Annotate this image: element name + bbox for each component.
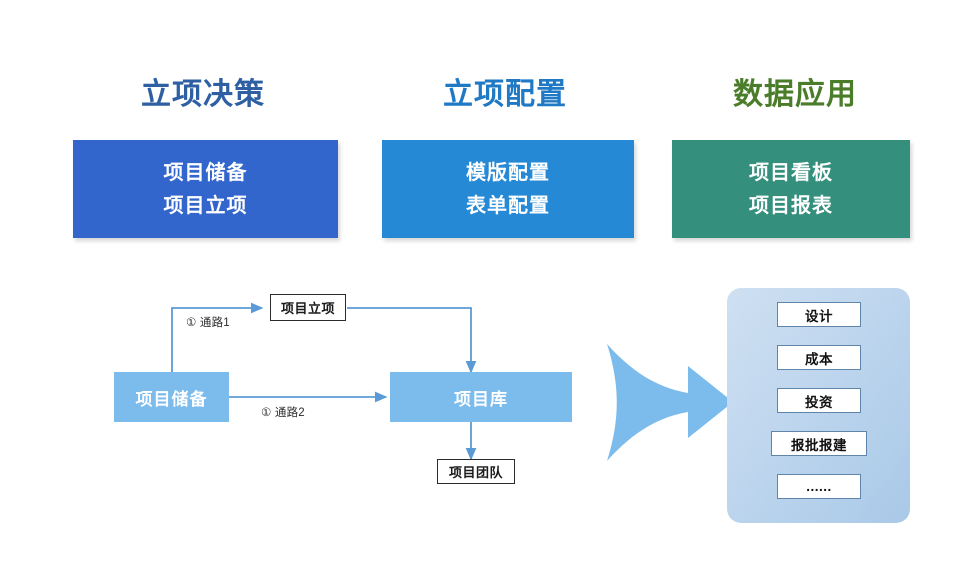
app-chip-more[interactable]: ...... [777,474,861,499]
flow-node-project-initiation[interactable]: 项目立项 [270,294,346,321]
pillar-title-data-application: 数据应用 [733,78,857,111]
flow-label-path-2: ① 通路2 [261,407,305,419]
pillar-card-decision[interactable]: 项目储备 项目立项 [73,140,338,238]
app-chip-investment[interactable]: 投资 [777,388,861,413]
app-chip-design[interactable]: 设计 [777,302,861,327]
pillar-item-project-reserve: 项目储备 [163,161,248,184]
pillar-item-form-config: 表单配置 [466,194,550,217]
app-chip-approval-construction[interactable]: 报批报建 [771,431,867,456]
app-chip-cost[interactable]: 成本 [777,345,861,370]
flow-node-project-reserve[interactable]: 项目储备 [114,372,229,422]
pillar-title-configuration: 立项配置 [443,78,567,111]
pillar-card-configuration[interactable]: 模版配置 表单配置 [382,140,634,238]
pillar-title-decision: 立项决策 [141,78,265,111]
pillar-item-project-report: 项目报表 [749,194,833,217]
flow-label-path-1: ① 通路1 [186,317,230,329]
pillar-item-project-dashboard: 项目看板 [749,161,833,184]
pillar-item-template-config: 模版配置 [466,161,550,184]
pillar-item-project-initiation: 项目立项 [163,194,248,217]
pillar-card-data-application[interactable]: 项目看板 项目报表 [672,140,910,238]
flow-node-project-team[interactable]: 项目团队 [437,459,515,484]
flow-node-project-library[interactable]: 项目库 [390,372,572,422]
